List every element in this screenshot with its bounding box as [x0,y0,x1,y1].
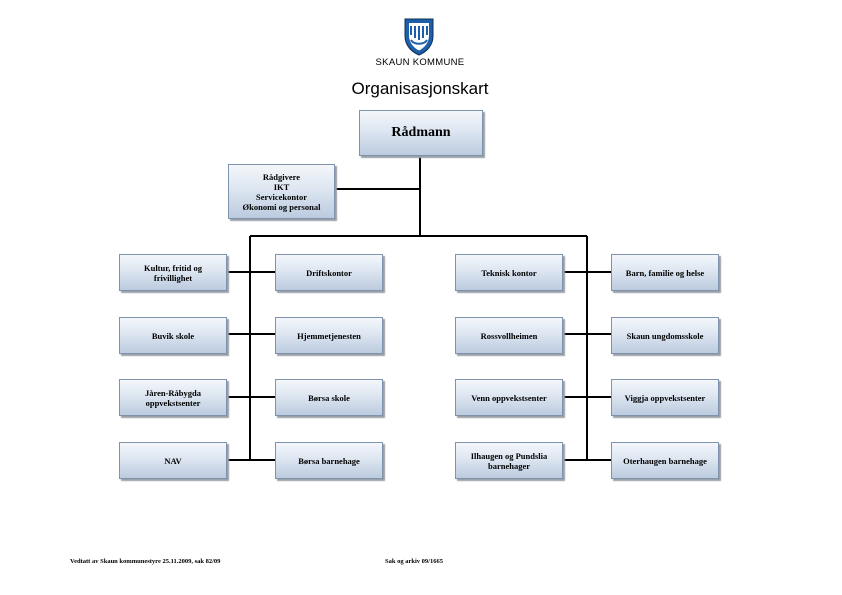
box-jaren-rabygda: Jåren-Råbygda oppvekstsenter [119,379,227,416]
box-skaun-ungdomsskole: Skaun ungdomsskole [611,317,719,354]
box-kultur: Kultur, fritid og frivillighet [119,254,227,291]
box-radmann: Rådmann [359,110,483,156]
skaun-coat-of-arms-logo [404,18,434,56]
box-staff-functions: Rådgivere IKT Servicekontor Økonomi og p… [228,164,335,219]
box-nav: NAV [119,442,227,479]
brand-name: SKAUN KOMMUNE [375,57,465,68]
box-oterhaugen-barnehage: Oterhaugen barnehage [611,442,719,479]
box-rossvollheimen: Rossvollheimen [455,317,563,354]
box-teknisk-kontor: Teknisk kontor [455,254,563,291]
box-venn-oppvekstsenter: Venn oppvekstsenter [455,379,563,416]
box-borsa-skole: Børsa skole [275,379,383,416]
box-viggja-oppvekstsenter: Viggja oppvekstsenter [611,379,719,416]
box-borsa-barnehage: Børsa barnehage [275,442,383,479]
footer-case-archive: Sak og arkiv 09/1665 [385,558,443,565]
box-ilhaugen-pundslia: Ilhaugen og Pundslia barnehager [455,442,563,479]
footer-approval-note: Vedtatt av Skaun kommunestyre 25.11.2009… [70,558,221,565]
box-hjemmetjenesten: Hjemmetjenesten [275,317,383,354]
page-title: Organisasjonskart [351,79,489,98]
box-driftskontor: Driftskontor [275,254,383,291]
box-buvik-skole: Buvik skole [119,317,227,354]
box-barn-familie-helse: Barn, familie og helse [611,254,719,291]
